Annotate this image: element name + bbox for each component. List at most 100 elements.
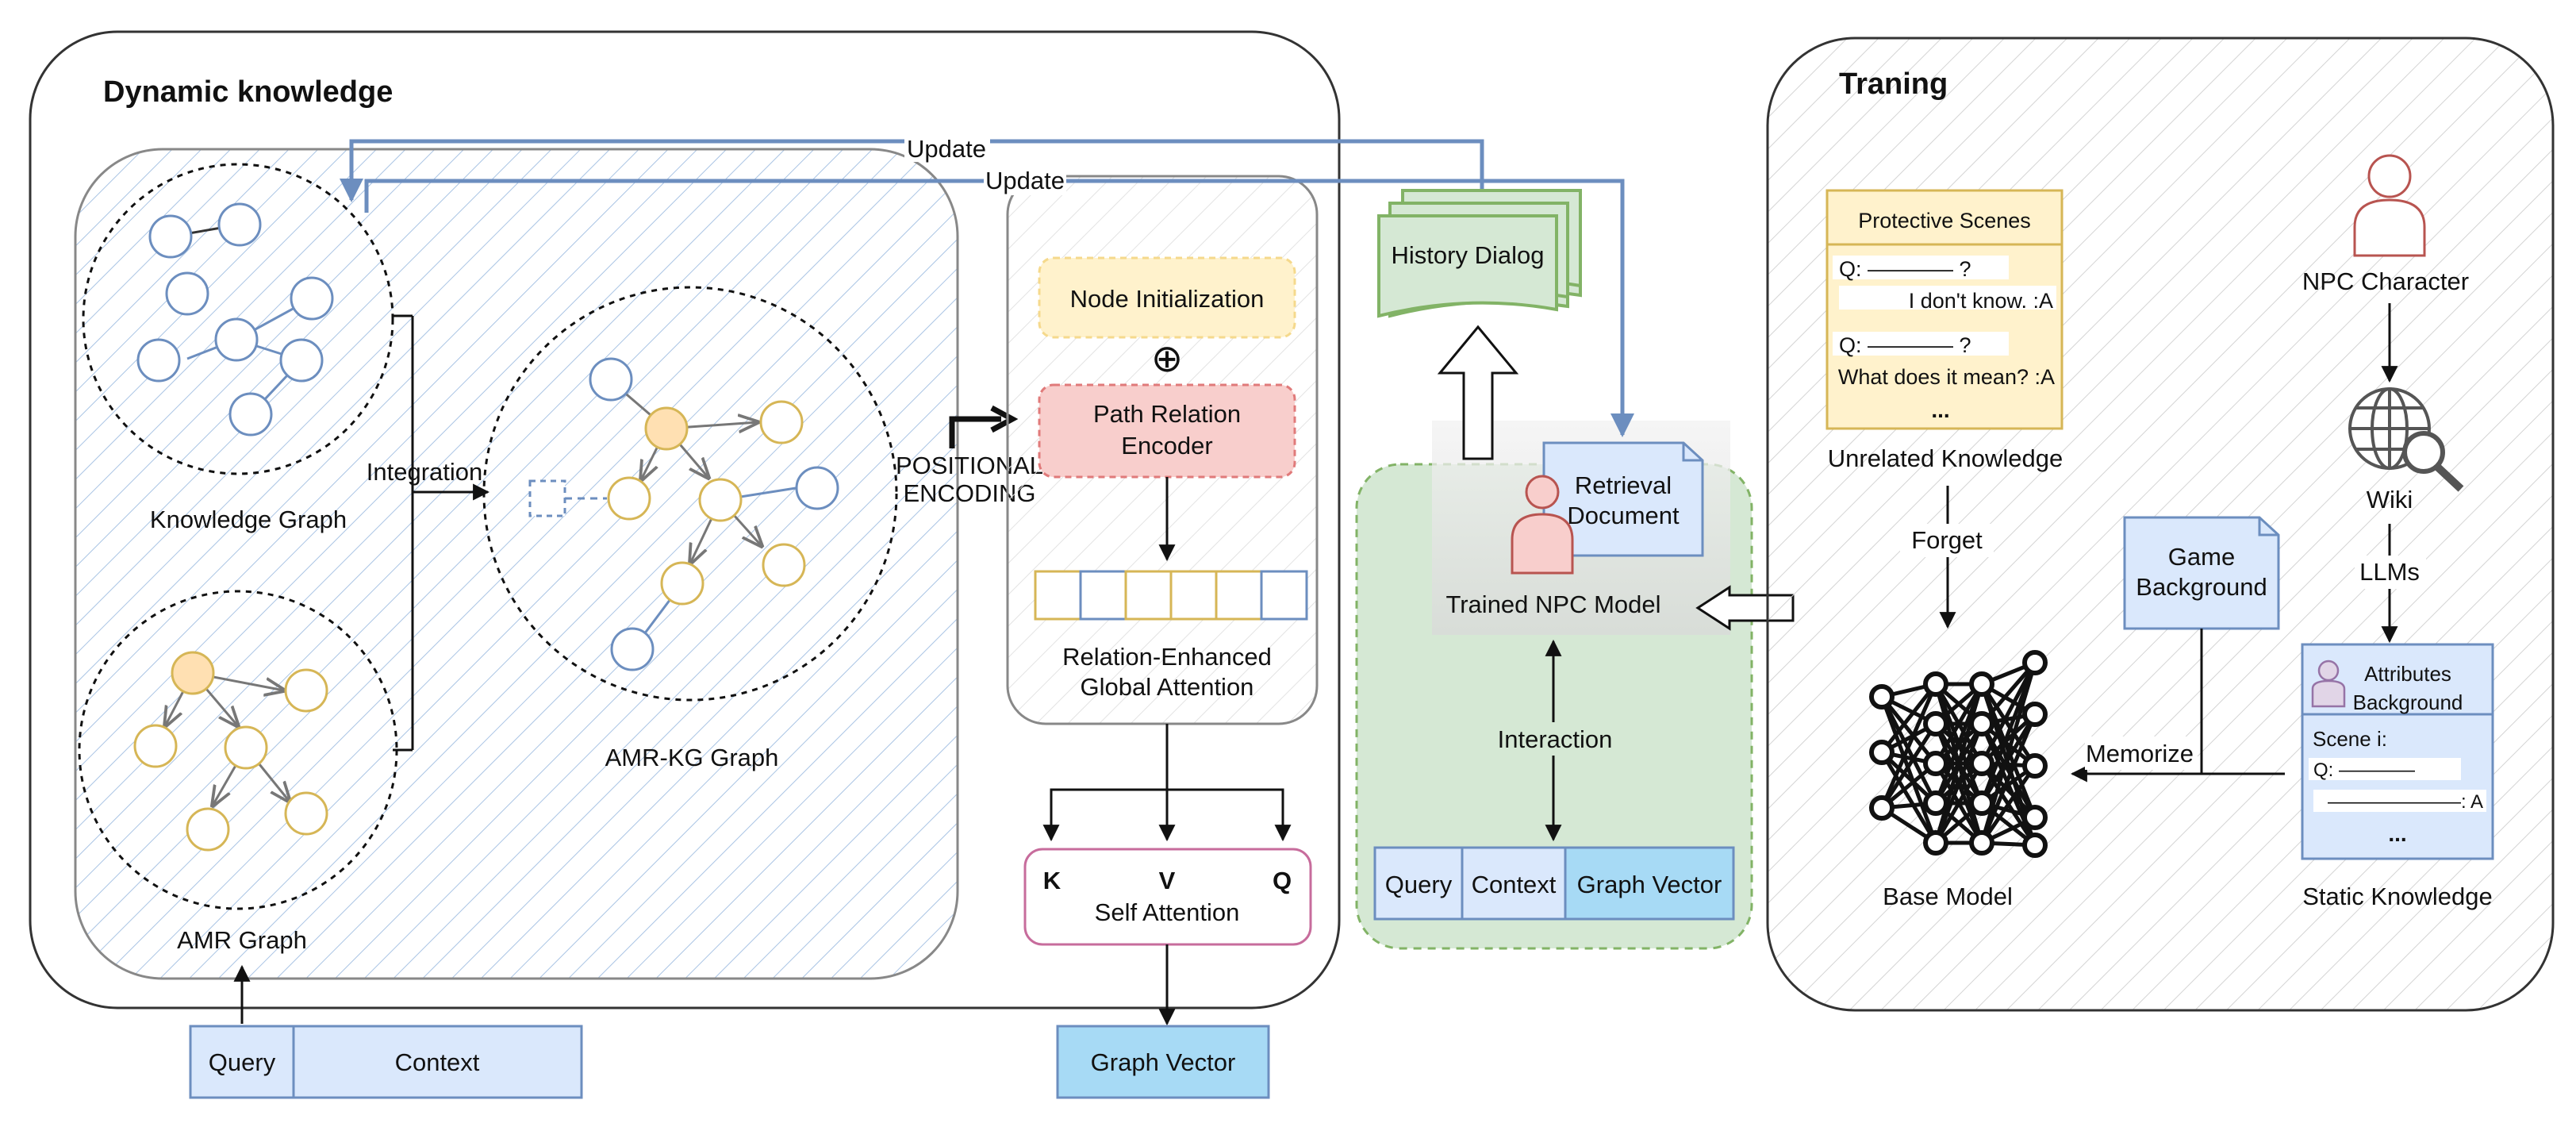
network-edge [1979,683,2037,767]
network-node [1923,711,1948,736]
network-edge [1879,722,1938,810]
training-panel: Traning Protective Scenes Q: ———— ? I do… [1766,37,2555,1012]
dynamic-knowledge-panel: Dynamic knowledge Knowledge Graph [29,30,1341,1026]
amr-graph: AMR Graph [78,590,398,954]
static-knowledge-label: Static Knowledge [2302,883,2493,910]
update-label-1: Update [907,135,986,163]
protective-a2: What does it mean? :A [1838,365,2055,389]
network-node [2022,650,2048,675]
input-query-label: Query [209,1048,276,1076]
static-card-q: Q: ———— [2313,760,2415,781]
encoder-box: Node Initialization ⊕ Path Relation Enco… [1006,175,1319,725]
amr-kg-label: AMR-KG Graph [605,744,779,771]
history-dialog: History Dialog [1377,189,1582,318]
wiki-globe-icon [2348,387,2464,492]
value-label: V [1159,867,1176,894]
amr-graph-label: AMR Graph [177,926,307,954]
network-node [1969,671,1994,697]
query-key-label: Q [1273,867,1292,894]
static-card-title-line1: Attributes [2364,662,2451,686]
network-node [1869,684,1895,710]
trained-model-label: Trained NPC Model [1445,590,1660,618]
static-card-ellipsis: ... [2388,821,2406,846]
protective-q1: Q: ———— ? [1839,257,1971,281]
network-node [1923,751,1948,776]
output-graph-vector: Graph Vector [1056,1025,1270,1099]
protective-q2: Q: ———— ? [1839,333,1971,357]
global-attention-line1: Relation-Enhanced [1062,643,1272,671]
input-context-label: Context [395,1048,480,1076]
global-attention-line2: Global Attention [1081,673,1254,701]
retrieval-line2: Document [1567,502,1680,529]
middle-vector-row: Query Context Graph Vector [1373,846,1735,921]
embedding-cells [1034,570,1308,621]
protective-scenes-card: Protective Scenes Q: ———— ? I don't know… [1825,189,2063,430]
protective-scenes-title: Protective Scenes [1858,209,2031,233]
network-edge [1880,683,1937,754]
self-attention-block: K V Q Self Attention [1023,724,1312,1026]
network-node [1923,671,1948,697]
knowledge-graph-label: Knowledge Graph [150,506,347,533]
static-knowledge-card: Attributes Background Scene i: Q: ———— —… [2301,643,2494,860]
output-graph-vector-label: Graph Vector [1091,1048,1236,1076]
network-edge [1879,751,1938,844]
update-arrows: Update Update [340,133,1634,437]
static-card-scene: Scene i: [2313,727,2387,751]
network-edge [1933,723,1984,844]
amr-kg-graph: AMR-KG Graph [482,286,898,771]
game-background-line1: Game [2168,543,2235,571]
network-edge [1879,683,1938,809]
network-node [1969,830,1994,856]
dynamic-knowledge-title: Dynamic knowledge [103,75,393,109]
retrieval-line1: Retrieval [1575,471,1672,499]
history-up-arrow [1437,325,1519,460]
game-background-line2: Background [2136,573,2267,601]
protective-ellipsis: ... [1931,398,1949,422]
network-node [1869,795,1895,821]
interaction-label: Interaction [1498,725,1613,753]
network-node [1923,830,1948,856]
network-node [2022,702,2048,727]
self-attention-label: Self Attention [1095,898,1240,926]
update-label-2: Update [985,167,1065,194]
static-card-title-line2: Background [2353,690,2463,714]
npc-character-icon [2353,154,2426,257]
training-title: Traning [1839,67,1948,101]
node-initialization-label: Node Initialization [1070,285,1265,313]
network-edge [1979,662,2037,844]
npc-person-icon [1511,475,1574,575]
network-node [2022,753,2048,779]
network-node [1869,740,1895,765]
network-edge [1979,764,2037,844]
oplus-symbol: ⊕ [1151,338,1183,380]
network-node [1969,711,1994,736]
network-edge [1880,695,1937,765]
key-label: K [1043,867,1061,894]
middle-graph-vector-label: Graph Vector [1577,871,1722,898]
network-node [1969,790,1994,816]
unrelated-knowledge-label: Unrelated Knowledge [1828,444,2063,472]
base-model-network-icon [1869,650,2048,858]
path-relation-line2: Encoder [1121,432,1212,460]
game-background-doc: Game Background [2123,516,2280,630]
network-edge [1933,683,1984,765]
wiki-label: Wiki [2367,486,2413,513]
network-edge [1980,661,2037,725]
retrieval-document: Retrieval Document [1542,441,1704,557]
history-dialog-label: History Dialog [1392,241,1545,269]
protective-a1: I don't know. :A [1909,289,2053,313]
forget-label: Forget [1911,526,1983,554]
npc-model-section: History Dialog Retrieval Document Traine… [1355,189,1795,950]
path-relation-line1: Path Relation [1093,400,1241,428]
memorize-label: Memorize [2086,740,2194,767]
network-node [1923,790,1948,816]
network-edge [1933,683,1984,844]
input-query-context: Query Context [189,964,583,1099]
network-edge [1933,762,1984,844]
llms-label: LLMs [2359,558,2420,586]
network-edge [1979,661,2037,765]
base-model-label: Base Model [1883,883,2013,910]
middle-context-label: Context [1472,871,1557,898]
network-edge [1979,713,2037,844]
